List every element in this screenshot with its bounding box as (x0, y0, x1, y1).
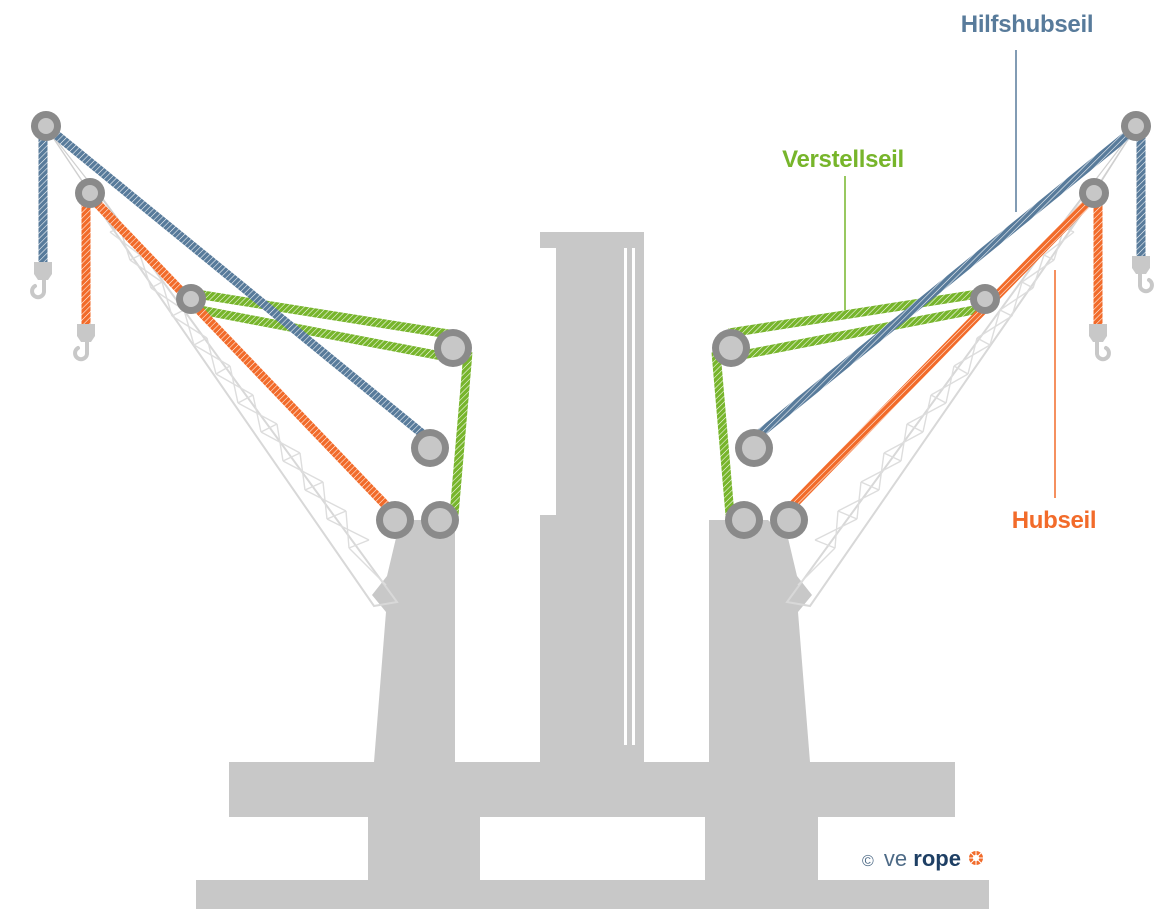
left-luffing-rope-top (189, 288, 456, 340)
vessel-structure (196, 232, 989, 909)
left-crane-pedestal (372, 520, 455, 762)
central-tower (540, 232, 644, 762)
svg-text:© ve rope: © ve rope (862, 846, 961, 871)
right-hoist-ropes (786, 192, 1103, 512)
left-hoist-rope-boom (86, 192, 400, 520)
keel (196, 880, 989, 909)
left-crane-boom-outline (85, 191, 399, 608)
main-deck (229, 762, 955, 817)
luffing-rope-label: Verstellseil (782, 146, 904, 173)
right-luffing-rope-top (728, 288, 985, 338)
hook-icon (1132, 256, 1154, 294)
central-tower-rails (624, 248, 635, 745)
left-luffing-ropes (189, 288, 473, 516)
right-auxiliary-rope-boom (749, 124, 1139, 444)
sheave-left-base-1 (376, 501, 414, 539)
verope-logo-icon (969, 851, 983, 865)
hook-icon (30, 262, 52, 300)
auxiliary-hoist-rope-label: Hilfshubseil (961, 11, 1093, 38)
sheave-left-luffing-boom (176, 284, 206, 314)
brand-name-bold: rope (913, 846, 961, 871)
right-hoist-rope-boom (786, 192, 1098, 512)
copyright-symbol: © (862, 853, 874, 870)
sheave-left-aux-tip (31, 111, 61, 141)
left-auxiliary-hoist-ropes (38, 124, 433, 444)
copyright-mark: © ve rope (862, 846, 983, 871)
sheave-left-base-2 (421, 501, 459, 539)
sheave-left-aux-winch (411, 429, 449, 467)
left-hoist-ropes (81, 192, 400, 520)
right-crane-pedestal (709, 520, 812, 762)
left-luffing-rope-vertical (449, 351, 473, 516)
left-crane (45, 126, 455, 762)
sheave-left-hoist-tip (75, 178, 105, 208)
hooks (30, 256, 1154, 362)
left-crane-boom-lattice (109, 227, 387, 586)
sheave-right-mast-top (712, 329, 750, 367)
hook-icon (1089, 324, 1111, 362)
left-luffing-rope-bottom (189, 303, 453, 363)
right-luffing-ropes (711, 288, 985, 516)
hook-icon (73, 324, 95, 362)
right-auxiliary-hoist-ropes (749, 124, 1146, 444)
sheave-right-hoist-tip (1079, 178, 1109, 208)
sheaves (31, 111, 1151, 539)
sheave-left-mast-top (434, 329, 472, 367)
sheave-right-luffing-boom (970, 284, 1000, 314)
sheave-right-aux-winch (735, 429, 773, 467)
brand-name-light: ve (884, 846, 907, 871)
right-luffing-rope-bottom (731, 303, 985, 362)
sheave-right-base-1 (725, 501, 763, 539)
hoist-rope-label: Hubseil (1012, 507, 1097, 534)
right-crane-boom-outline (785, 191, 1099, 608)
right-luffing-rope-vertical (711, 351, 735, 516)
left-auxiliary-rope-boom (45, 124, 433, 444)
lower-pontoon-right (705, 815, 818, 885)
right-crane-boom-lattice (797, 227, 1075, 586)
sheave-right-aux-tip (1121, 111, 1151, 141)
lower-pontoon-left (368, 815, 480, 885)
sheave-right-base-2 (770, 501, 808, 539)
